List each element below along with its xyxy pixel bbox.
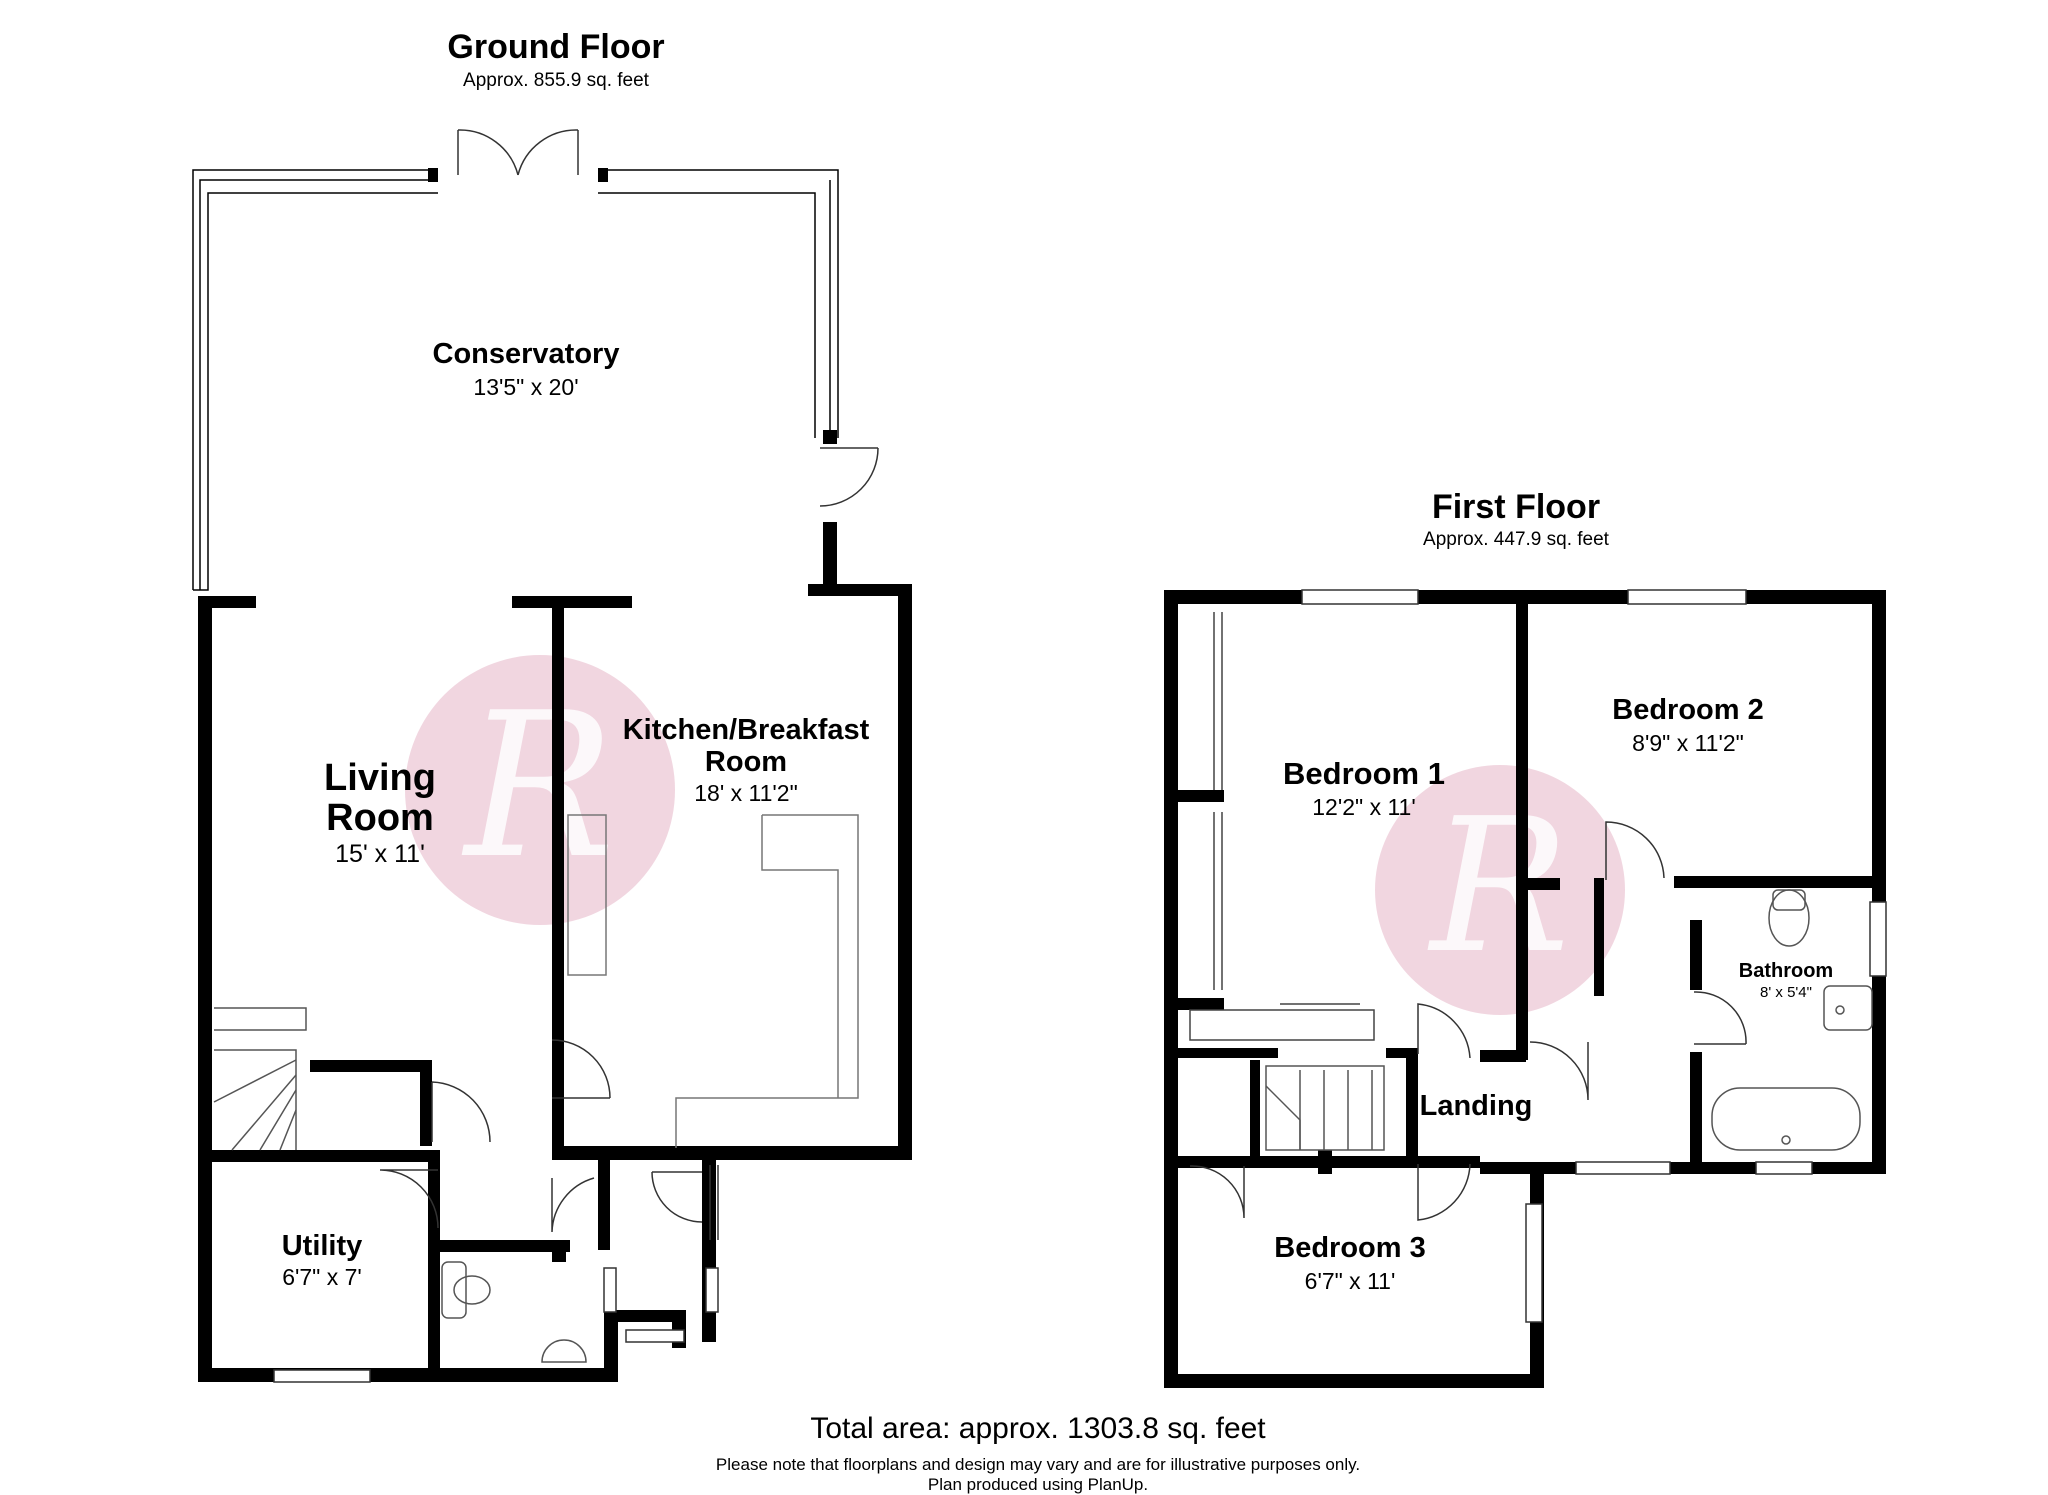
first-doors <box>1189 821 1747 1221</box>
conservatory-side-door <box>819 447 879 507</box>
first-floor-area: Approx. 447.9 sq. feet <box>1423 529 1609 550</box>
first-floor-plan <box>1164 589 1887 1388</box>
ground-floor-plan <box>192 129 912 1383</box>
bedroom2-dims: 8'9" x 11'2" <box>1632 730 1744 756</box>
first-floor-title: First Floor <box>1431 488 1601 526</box>
bedroom1-wardrobes <box>1189 612 1375 1041</box>
bathroom-fixtures <box>1711 889 1873 1151</box>
ground-doors <box>379 1039 719 1240</box>
ground-windows <box>273 1267 719 1383</box>
kitchen-label-line2: Room <box>704 746 788 778</box>
first-windows <box>1301 589 1887 1323</box>
landing-stairs <box>1265 1065 1385 1151</box>
living-room-label-line1: Living <box>324 757 436 799</box>
living-room-stairs <box>213 1007 307 1151</box>
bathroom-label: Bathroom <box>1738 960 1834 982</box>
utility-dims: 6'7" x 7' <box>282 1264 362 1290</box>
kitchen-label-line1: Kitchen/Breakfast <box>622 714 870 746</box>
total-area: Total area: approx. 1303.8 sq. feet <box>810 1412 1266 1445</box>
bedroom1-dims: 12'2" x 11' <box>1312 794 1416 820</box>
kitchen-dims: 18' x 11'2" <box>694 780 798 806</box>
disclaimer-note: Please note that floorplans and design m… <box>715 1455 1361 1474</box>
wc-fixtures <box>441 1261 587 1363</box>
ground-floor-title: Ground Floor <box>447 28 665 66</box>
watermark-letter-ground: R <box>461 670 616 903</box>
ground-floor-area: Approx. 855.9 sq. feet <box>463 70 649 91</box>
utility-label: Utility <box>281 1230 363 1262</box>
watermark-logo-ground: R <box>405 655 675 925</box>
living-room-label-line2: Room <box>326 797 434 839</box>
bedroom3-dims: 6'7" x 11' <box>1304 1268 1396 1294</box>
landing-label: Landing <box>1419 1090 1533 1122</box>
conservatory-label: Conservatory <box>432 338 620 370</box>
conservatory-frame <box>192 169 839 591</box>
planup-credit: Plan produced using PlanUp. <box>927 1475 1149 1494</box>
conservatory-dims: 13'5" x 20' <box>473 374 579 400</box>
living-room-dims: 15' x 11' <box>335 840 425 868</box>
bedroom1-label: Bedroom 1 <box>1283 756 1445 791</box>
bedroom2-label: Bedroom 2 <box>1612 694 1764 726</box>
conservatory-french-doors <box>457 129 579 176</box>
bedroom3-label: Bedroom 3 <box>1274 1232 1426 1264</box>
bathroom-dims: 8' x 5'4" <box>1760 984 1812 1001</box>
kitchen-units <box>567 814 859 1148</box>
